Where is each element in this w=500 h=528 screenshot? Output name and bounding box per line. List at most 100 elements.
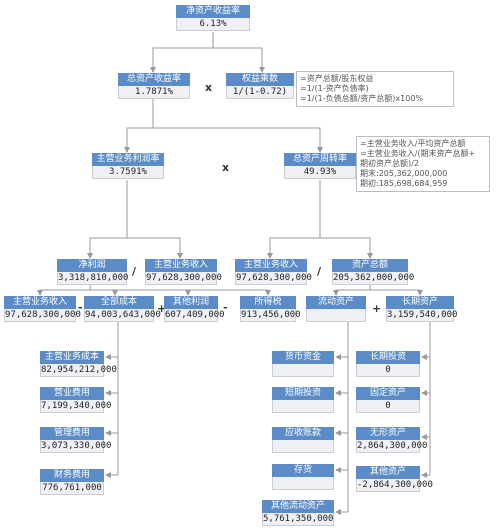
node-label: 总资产周转率 (284, 153, 356, 166)
node-label: 其他流动资产 (262, 500, 334, 513)
node-value: 3,159,540,000 (386, 309, 458, 322)
note-line: =1/(1-负债总额/资产总额)x100% (300, 94, 424, 103)
node-label: 总资产收益率 (118, 73, 190, 86)
node-label: 权益乘数 (226, 73, 294, 86)
note-line: =主营业务收入/(期末资产总额+ (360, 149, 476, 158)
node-label: 净资产收益率 (176, 5, 250, 18)
connector-line (333, 284, 371, 296)
node-label: 主营业务收入 (145, 259, 217, 272)
node-value: 2,864,300,000 (356, 440, 428, 453)
node-value: 607,409,000 (164, 309, 225, 322)
node-finance-expense: 财务费用 776,761,000 (40, 469, 104, 495)
node-roe: 净资产收益率 6.13% (176, 5, 250, 31)
note-line: 期初:185,698,684,959 (360, 179, 448, 188)
node-value: 0 (356, 400, 420, 413)
node-value: 97,628,300,000 (4, 309, 81, 322)
node-total-assets: 资产总额 205,362,000,000 (332, 259, 415, 285)
node-value: 97,628,300,000 (235, 272, 312, 285)
connector-line (90, 289, 271, 296)
node-label: 无形资产 (356, 427, 420, 440)
node-revenue-a: 主营业务收入 97,628,300,000 (145, 259, 222, 285)
connector-line (150, 32, 214, 73)
node-label: 货币资金 (272, 351, 334, 364)
node-value: 3.7591% (92, 166, 164, 179)
operator-multiply: x (205, 81, 213, 94)
node-label: 所得税 (240, 296, 296, 309)
node-value: 205,362,000,000 (332, 272, 415, 285)
node-value: 7,199,340,000 (40, 400, 112, 413)
node-label: 管理费用 (40, 427, 104, 440)
operator-plus: + (372, 302, 382, 315)
node-label: 主营业务利润率 (92, 153, 164, 166)
node-net-profit: 净利润 3,318,810,000 (57, 259, 129, 285)
node-admin-expense: 管理费用 3,073,330,000 (40, 427, 111, 453)
node-revenue-c: 主营业务收入 97,628,300,000 (4, 296, 81, 322)
node-label: 财务费用 (40, 469, 104, 482)
note-line: =1/(1-资产负债率) (300, 84, 369, 93)
node-value: 776,761,000 (40, 482, 104, 495)
node-value (272, 364, 334, 377)
note-line: 期初资产总额)/2 (360, 159, 419, 168)
node-intangible-assets: 无形资产 2,864,300,000 (356, 427, 428, 453)
node-label: 流动资产 (306, 296, 366, 309)
node-label: 主营业务成本 (40, 351, 104, 364)
connector-line (87, 180, 128, 259)
node-cogs: 主营业务成本 82,954,212,000 (40, 351, 117, 377)
node-value (272, 400, 334, 413)
node-total-cost: 全部成本 94,003,643,000 (84, 296, 161, 322)
connector-line (213, 47, 265, 73)
node-cash: 货币资金 (272, 351, 334, 377)
node-receivables: 应收账款 (272, 427, 334, 453)
node-value: 913,456,000 (240, 309, 301, 322)
operator-divide: / (317, 265, 322, 278)
node-revenue-b: 主营业务收入 97,628,300,000 (235, 259, 312, 285)
connector-line (127, 237, 183, 259)
node-label: 长期资产 (386, 296, 454, 309)
operator-plus: + (157, 302, 167, 315)
node-net-margin: 主营业务利润率 3.7591% (92, 153, 164, 179)
node-other-current-assets: 其他流动资产 5,761,350,000 (262, 500, 334, 526)
node-value (272, 477, 334, 490)
note-line: =资产总额/股东权益 (300, 74, 374, 83)
node-label: 全部成本 (84, 296, 154, 309)
node-label: 其他利润 (164, 296, 218, 309)
note-line: 期末:205,362,000,000 (360, 169, 448, 178)
node-value: -2,864,300,000 (356, 479, 433, 492)
node-inventory: 存货 (272, 464, 334, 490)
node-label: 长期投资 (356, 351, 420, 364)
node-operating-expense: 营业费用 7,199,340,000 (40, 387, 112, 413)
node-income-tax: 所得税 913,456,000 (240, 296, 301, 322)
connector-line (370, 289, 423, 296)
connector-line (153, 127, 323, 153)
node-value: 5,761,350,000 (262, 513, 334, 526)
node-current-assets: 流动资产 (306, 296, 366, 322)
operator-divide: / (132, 265, 137, 278)
node-short-investment: 短期投资 (272, 387, 334, 413)
operator-multiply: x (222, 161, 230, 174)
node-value (306, 309, 366, 322)
node-label: 营业费用 (40, 387, 104, 400)
connector-line (267, 180, 321, 259)
node-value: 49.93% (284, 166, 356, 179)
node-label: 净利润 (57, 259, 127, 272)
node-value (272, 440, 334, 453)
node-label: 主营业务收入 (4, 296, 76, 309)
node-value: 94,003,643,000 (84, 309, 161, 322)
note-turnover-formula: =主营业务收入/平均资产总额 =主营业务收入/(期末资产总额+ 期初资产总额)/… (356, 136, 490, 192)
node-value: 1/(1-0.72) (226, 86, 294, 99)
node-label: 资产总额 (332, 259, 408, 272)
node-roa: 总资产收益率 1.7871% (118, 73, 190, 99)
node-value: 6.13% (176, 18, 250, 31)
node-label: 短期投资 (272, 387, 334, 400)
node-label: 应收账款 (272, 427, 334, 440)
operator-minus: - (223, 301, 228, 314)
node-fixed-assets: 固定资产 0 (356, 387, 420, 413)
node-other-profit: 其他利润 607,409,000 (164, 296, 225, 322)
node-label: 固定资产 (356, 387, 420, 400)
node-asset-turnover: 总资产周转率 49.93% (284, 153, 356, 179)
node-label: 其他资产 (356, 466, 420, 479)
node-value: 3,318,810,000 (57, 272, 129, 285)
note-equity-formula: =资产总额/股东权益 =1/(1-资产负债率) =1/(1-负债总额/资产总额)… (296, 71, 454, 107)
node-other-assets: 其他资产 -2,864,300,000 (356, 466, 433, 492)
